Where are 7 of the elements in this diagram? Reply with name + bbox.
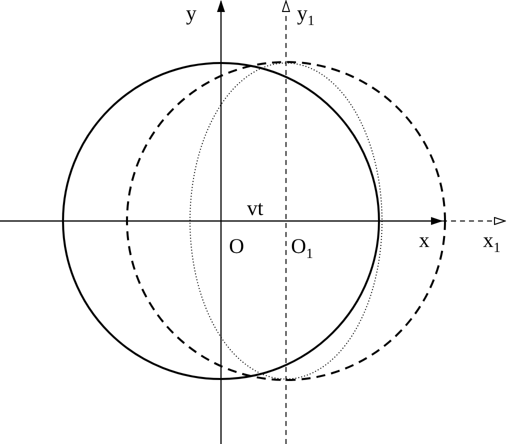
axis-label: x [419, 230, 430, 251]
axis-label: x$_{1}$ [483, 230, 500, 256]
axis-label: y [186, 3, 196, 24]
origin-label: O$_{1}$ [291, 236, 314, 262]
origin-label: O [229, 236, 244, 257]
axis-label: y$_{1}$ [297, 3, 314, 30]
distance-label: vt [247, 198, 264, 219]
